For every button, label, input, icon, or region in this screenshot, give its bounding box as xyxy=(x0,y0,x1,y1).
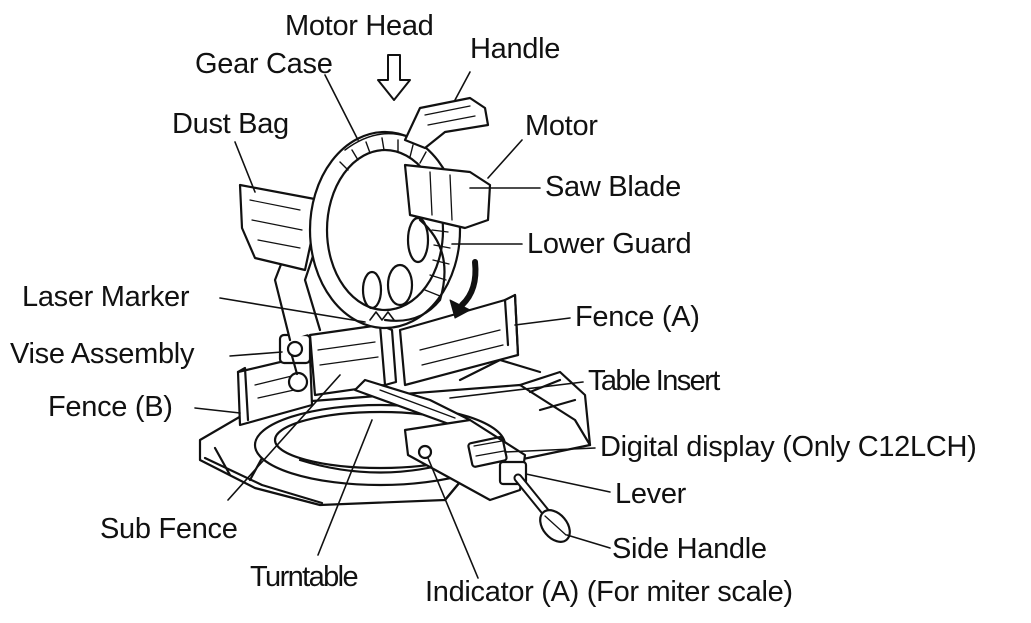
label-vise-assembly: Vise Assembly xyxy=(10,338,195,370)
vise-assembly-shape xyxy=(278,333,312,393)
label-indicator-a: Indicator (A) (For miter scale) xyxy=(425,576,793,608)
label-sub-fence: Sub Fence xyxy=(100,513,238,545)
front-arm xyxy=(403,418,528,502)
leader-lines xyxy=(194,71,611,579)
blade-guard xyxy=(308,130,462,330)
sub-fence-shape xyxy=(308,323,398,397)
label-turntable: Turntable xyxy=(250,561,359,593)
rotation-arrow-icon xyxy=(449,259,479,319)
label-lever: Lever xyxy=(615,478,687,510)
label-motor: Motor xyxy=(525,110,598,142)
motor-head-arrow-icon xyxy=(377,54,411,101)
dust-bag-shape xyxy=(238,183,322,272)
label-dust-bag: Dust Bag xyxy=(172,108,289,140)
motor-shape xyxy=(403,163,492,230)
side-handle-shape xyxy=(513,473,571,543)
label-gear-case: Gear Case xyxy=(195,48,333,80)
label-side-handle: Side Handle xyxy=(612,533,767,565)
label-lower-guard: Lower Guard xyxy=(527,228,692,260)
label-motor-head: Motor Head xyxy=(285,10,434,42)
label-laser-marker: Laser Marker xyxy=(22,281,190,313)
label-fence-a: Fence (A) xyxy=(575,301,700,333)
label-digital-display: Digital display (Only C12LCH) xyxy=(600,431,977,463)
label-table-insert: Table Insert xyxy=(588,365,720,397)
label-fence-b: Fence (B) xyxy=(48,391,173,423)
handle-shape xyxy=(403,96,490,150)
saw-blade-teeth xyxy=(369,311,395,321)
label-handle: Handle xyxy=(470,33,561,65)
label-saw-blade: Saw Blade xyxy=(545,171,681,203)
